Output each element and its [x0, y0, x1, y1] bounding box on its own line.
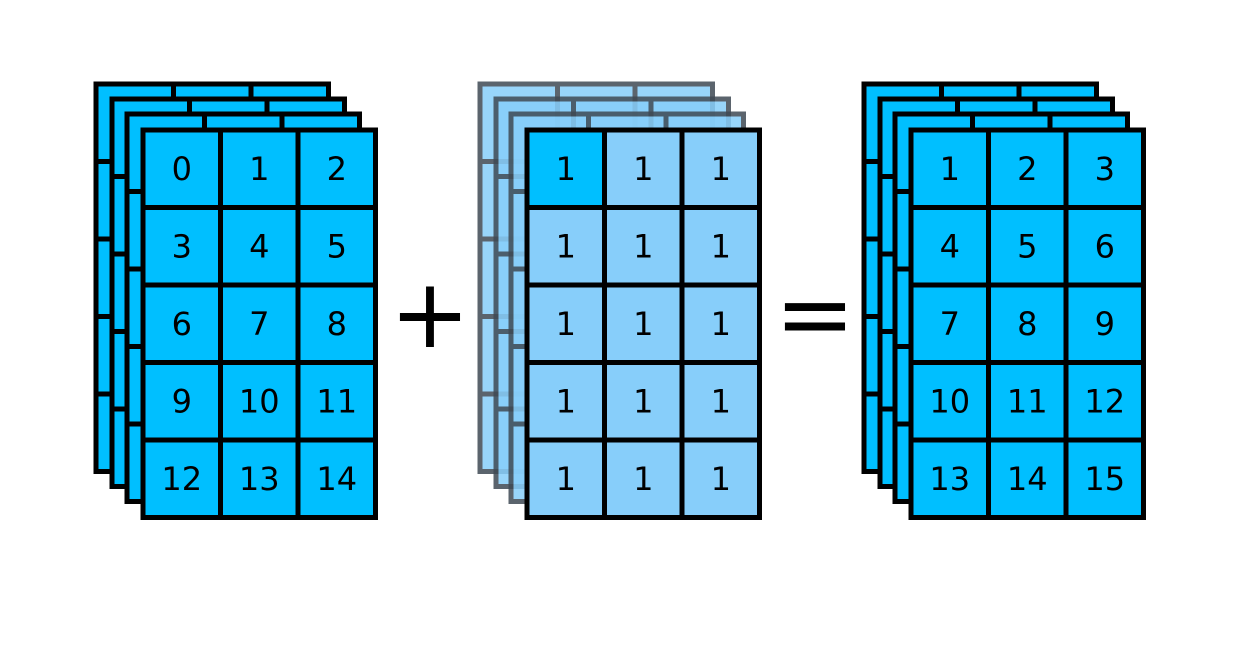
cell-value: 5	[1017, 227, 1037, 265]
grid-cell	[1063, 127, 1146, 210]
grid-cell	[295, 205, 378, 288]
grid-cell	[524, 437, 607, 520]
cell-value: 1	[633, 305, 653, 343]
equals-operator: =	[775, 258, 855, 370]
grid-cell	[524, 360, 607, 443]
cell-value: 1	[711, 382, 731, 420]
cell-value: 1	[633, 227, 653, 265]
cell-value: 1	[940, 150, 960, 188]
cell-value: 10	[239, 382, 280, 420]
grid-cell	[679, 282, 762, 365]
cell-value: 7	[249, 305, 269, 343]
grid-cell	[295, 282, 378, 365]
middle-array-front-layer: 1 1 1 1 1 1 1 1 1 1 1 1 1 1 1	[524, 127, 762, 520]
grid-cell	[295, 437, 378, 520]
cell-value: 8	[1017, 305, 1037, 343]
cell-value: 13	[239, 460, 280, 498]
grid-cell	[140, 127, 223, 210]
grid-cell	[1063, 437, 1146, 520]
cell-value: 1	[249, 150, 269, 188]
cell-value: 1	[556, 150, 576, 188]
cell-value: 1	[711, 227, 731, 265]
cell-value: 7	[940, 305, 960, 343]
cell-value: 9	[1095, 305, 1115, 343]
cell-value: 2	[1017, 150, 1037, 188]
cell-value: 6	[1095, 227, 1115, 265]
cell-value: 12	[161, 460, 202, 498]
cell-value: 5	[327, 227, 347, 265]
cell-value: 1	[711, 150, 731, 188]
cell-value: 1	[711, 305, 731, 343]
cell-value: 0	[172, 150, 192, 188]
cell-value: 4	[249, 227, 269, 265]
cell-value: 1	[633, 150, 653, 188]
cell-value: 8	[327, 305, 347, 343]
grid-cell	[679, 437, 762, 520]
cell-value: 4	[940, 227, 960, 265]
grid-cell	[1063, 205, 1146, 288]
cell-value: 3	[172, 227, 192, 265]
grid-cell	[679, 127, 762, 210]
cell-value: 1	[556, 227, 576, 265]
grid-cell	[986, 437, 1069, 520]
grid-cell	[295, 127, 378, 210]
cell-value: 3	[1095, 150, 1115, 188]
cell-value: 11	[316, 382, 357, 420]
cell-value: 6	[172, 305, 192, 343]
cell-value: 2	[327, 150, 347, 188]
cell-value: 9	[172, 382, 192, 420]
middle-array-stack: 1 1 1 1 1 1 1 1 1 1 1 1 1 1 1	[477, 81, 762, 520]
cell-value: 14	[316, 460, 357, 498]
cell-value: 1	[556, 382, 576, 420]
grid-cell	[602, 360, 685, 443]
grid-cell	[1063, 282, 1146, 365]
plus-operator: +	[390, 258, 470, 370]
cell-value: 14	[1007, 460, 1048, 498]
grid-cell	[218, 437, 301, 520]
cell-value: 15	[1084, 460, 1125, 498]
cell-value: 1	[633, 382, 653, 420]
cell-value: 1	[633, 460, 653, 498]
cell-value: 12	[1084, 382, 1125, 420]
cell-value: 1	[556, 305, 576, 343]
cell-value: 13	[929, 460, 970, 498]
cell-value: 1	[556, 460, 576, 498]
cell-value: 11	[1007, 382, 1048, 420]
cell-value: 10	[929, 382, 970, 420]
cell-value: 1	[711, 460, 731, 498]
grid-cell	[218, 205, 301, 288]
